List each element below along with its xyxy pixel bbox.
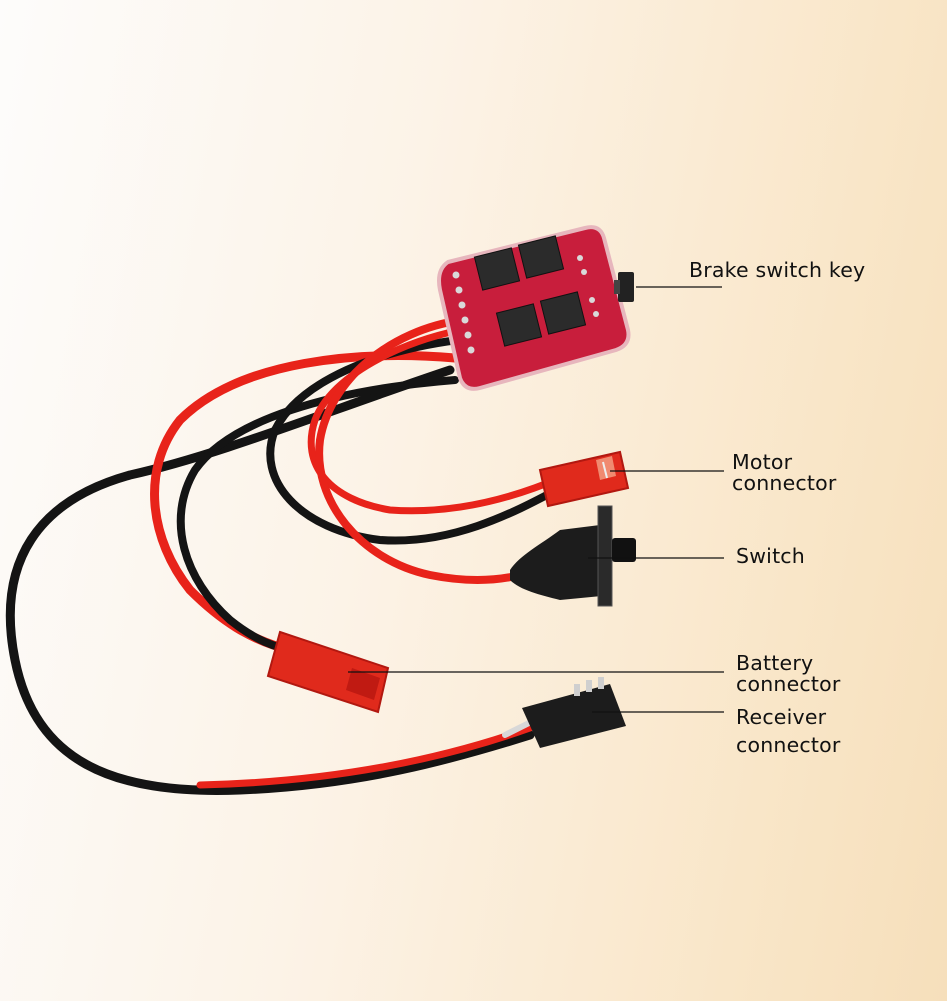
receiver-wire-black <box>5 365 535 795</box>
battery-connector-part <box>266 630 390 714</box>
label-receiver-connector: Receiver connector <box>736 705 841 757</box>
mosfet-chip-2 <box>517 235 565 279</box>
motor-connector-part <box>538 450 630 508</box>
motor-wire-black <box>266 336 564 545</box>
receiver-wire-red <box>196 724 534 789</box>
label-brake-switch-key: Brake switch key <box>689 258 866 282</box>
label-motor-connector: Motor connector <box>732 450 837 495</box>
switch-wire-red <box>315 316 524 584</box>
switch-part <box>510 505 636 607</box>
label-switch: Switch <box>736 544 805 568</box>
mosfet-chip-1 <box>473 247 521 291</box>
label-battery-connector: Battery connector <box>736 651 841 696</box>
brake-switch-key-part <box>618 272 634 302</box>
mosfet-chip-4 <box>539 291 587 335</box>
mosfet-chip-3 <box>495 303 543 347</box>
battery-wire-red <box>150 351 460 655</box>
esc-board <box>437 225 634 391</box>
receiver-connector-part <box>522 677 626 748</box>
